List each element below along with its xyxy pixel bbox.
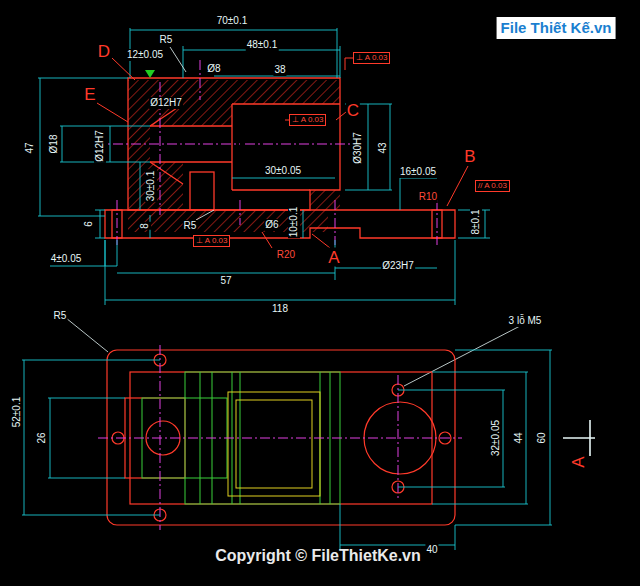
dimension-text: 8 xyxy=(139,222,151,230)
dimension-text: 60 xyxy=(536,431,548,444)
dimension-text: 30±0.1 xyxy=(145,170,157,203)
dimension-text: 38 xyxy=(273,64,286,76)
dimension-text: Ø23H7 xyxy=(381,260,415,272)
dimension-text: 44 xyxy=(513,431,525,444)
dimension-text: 30±0.05 xyxy=(264,165,302,177)
dimension-text: 10±0.1 xyxy=(288,206,300,239)
tolerance-frame: ⊥ A 0.03 xyxy=(353,52,390,64)
dimension-text: 3 lỗ M5 xyxy=(508,315,543,327)
dimension-text: 118 xyxy=(271,303,289,315)
tolerance-frame: // A 0.03 xyxy=(475,180,510,192)
dimension-text: 57 xyxy=(219,275,232,287)
datum-letter: A xyxy=(569,455,588,468)
dimension-text: Ø30H7 xyxy=(352,131,364,165)
dimension-text: 12±0.05 xyxy=(126,49,164,61)
dimension-text: 4±0.05 xyxy=(50,253,83,265)
dimension-text: 8±0.1 xyxy=(470,209,482,236)
datum-letter: B xyxy=(463,147,476,166)
dimension-text: 6 xyxy=(83,220,95,228)
dimension-text: R20 xyxy=(276,249,296,261)
dimension-text: 16±0.05 xyxy=(399,166,437,178)
dimension-text: 43 xyxy=(377,141,389,154)
dimension-text: 70±0.1 xyxy=(216,15,249,27)
dimension-text: Ø12H7 xyxy=(149,97,183,109)
dimension-text: 47 xyxy=(24,141,36,154)
datum-letter: A xyxy=(327,248,340,267)
tolerance-text: ⊥ A 0.03 xyxy=(356,53,387,63)
dimension-text: 26 xyxy=(36,431,48,444)
tolerance-text: // A 0.03 xyxy=(478,181,507,191)
dimension-text: Ø12H7 xyxy=(94,129,106,163)
dimension-text: Ø6 xyxy=(264,219,279,231)
tolerance-text: ⊥ A 0.03 xyxy=(292,115,323,125)
watermark: Copyright © FileThietKe.vn xyxy=(214,547,422,565)
dimension-text: 40 xyxy=(425,544,438,556)
dimension-text: R5 xyxy=(53,310,68,322)
datum-letter: E xyxy=(83,85,96,104)
dimension-text: R10 xyxy=(418,191,438,203)
dimension-text: 32±0.05 xyxy=(490,419,502,457)
datum-letter: D xyxy=(97,42,111,61)
tolerance-text: ⊥ A 0.03 xyxy=(196,236,227,246)
datum-letter: C xyxy=(346,101,360,120)
tolerance-frame: ⊥ A 0.03 xyxy=(289,114,326,126)
dimension-text: Ø18 xyxy=(48,134,60,155)
dimension-text: R5 xyxy=(183,220,198,232)
dimension-text: Ø8 xyxy=(206,63,221,75)
dimension-text: 48±0.1 xyxy=(246,39,279,51)
dimension-text: R5 xyxy=(159,34,174,46)
dimension-text: 52±0.1 xyxy=(11,396,23,429)
watermark: File Thiết Kế.vn xyxy=(497,17,616,39)
tolerance-frame: ⊥ A 0.03 xyxy=(193,235,230,247)
